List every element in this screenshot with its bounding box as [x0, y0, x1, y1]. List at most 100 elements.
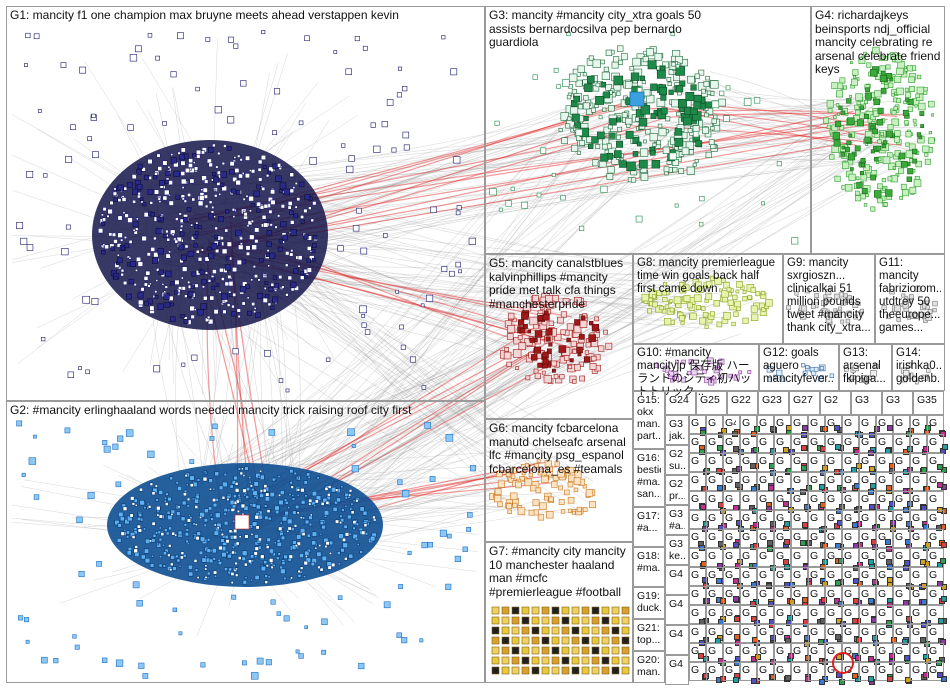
- node: [135, 227, 139, 231]
- tiny-node: [868, 675, 875, 682]
- node: [181, 197, 185, 201]
- node: [132, 221, 139, 228]
- tiny-group-label: G: [776, 417, 785, 429]
- node: [251, 302, 256, 307]
- tiny-group-box: G: [689, 415, 707, 436]
- tiny-group-box: G: [689, 453, 710, 476]
- node: [256, 201, 261, 207]
- tiny-group-box: G: [859, 605, 878, 624]
- node: [187, 250, 194, 257]
- tiny-node: [715, 577, 722, 584]
- tiny-group-label: G: [691, 607, 700, 619]
- node: [153, 189, 160, 195]
- tiny-group-box: G: [689, 529, 706, 551]
- node: [319, 532, 323, 536]
- tiny-group-box: G: [757, 453, 776, 476]
- small-group-box: G24: [665, 391, 696, 415]
- tiny-group-label: G: [793, 664, 802, 676]
- tiny-group-label: G: [776, 588, 785, 600]
- node: [248, 476, 252, 480]
- node: [198, 195, 205, 201]
- node: [233, 156, 237, 159]
- node: [257, 159, 263, 165]
- node: [226, 146, 232, 151]
- node: [137, 299, 144, 306]
- node: [210, 242, 218, 250]
- node: [231, 304, 235, 309]
- node: [150, 246, 156, 252]
- node: [252, 265, 256, 269]
- tiny-group-box: G: [927, 624, 947, 646]
- tiny-group-box: G: [910, 472, 930, 493]
- node: [186, 504, 190, 508]
- group-label-g14: G14: irishka0... goldenb...: [896, 347, 941, 385]
- tiny-group-label: G: [708, 607, 717, 619]
- node: [215, 165, 219, 169]
- node: [245, 245, 251, 251]
- node: [143, 276, 149, 281]
- group-box-g2: G2: #mancity erlinghaaland words needed …: [6, 401, 485, 683]
- edge: [201, 133, 933, 189]
- tiny-group-box: G: [825, 529, 844, 551]
- node: [219, 182, 225, 188]
- tiny-group-box: G: [740, 643, 761, 662]
- tiny-group-label: G: [725, 550, 734, 562]
- node: [311, 258, 316, 262]
- node: [165, 270, 172, 278]
- node: [137, 292, 144, 299]
- node: [220, 171, 227, 178]
- tiny-group-box: G: [842, 529, 863, 550]
- node: [164, 285, 168, 289]
- tiny-group-box: G: [740, 453, 759, 472]
- edge: [266, 198, 651, 325]
- small-group-label: G4: [669, 628, 684, 640]
- edge: [172, 335, 536, 485]
- tiny-group-label: G: [793, 493, 802, 505]
- node: [289, 172, 295, 178]
- tiny-group-label: G: [708, 474, 717, 486]
- node: [140, 287, 145, 292]
- node: [254, 239, 259, 244]
- node: [111, 232, 117, 237]
- tiny-group-box: G: [723, 491, 741, 512]
- node: [285, 251, 290, 256]
- node: [249, 234, 255, 240]
- tiny-group-box: G: [740, 662, 760, 685]
- tiny-group-box: G: [808, 586, 828, 606]
- node: [135, 269, 138, 272]
- node: [178, 212, 182, 216]
- node: [167, 165, 171, 169]
- node: [210, 517, 214, 521]
- tiny-group-label: G: [691, 569, 700, 581]
- node: [245, 251, 251, 256]
- tiny-group-box: G: [910, 529, 931, 552]
- node: [218, 192, 222, 196]
- node: [174, 290, 179, 295]
- tiny-group-label: G: [895, 493, 904, 505]
- node: [213, 215, 216, 219]
- tiny-group-label: G: [895, 417, 904, 429]
- tiny-group-box: G: [927, 643, 946, 666]
- node: [226, 303, 231, 307]
- tiny-group-label: G: [810, 512, 819, 524]
- node: [283, 188, 291, 196]
- node: [100, 213, 104, 217]
- node: [170, 157, 177, 164]
- node: [195, 231, 199, 235]
- node: [97, 228, 104, 234]
- node: [257, 293, 263, 300]
- tiny-group-box: G: [723, 529, 741, 548]
- node: [184, 167, 191, 174]
- tiny-group-box: G: [910, 510, 929, 530]
- tiny-group-box: G: [740, 491, 759, 514]
- group-box-g6: G6: mancity fcbarcelona manutd chelseafc…: [485, 419, 633, 542]
- tiny-group-label: G: [742, 512, 751, 524]
- small-group-label: G35: [917, 394, 937, 406]
- node: [208, 147, 214, 153]
- tiny-group-box: G: [791, 529, 812, 548]
- tiny-node: [919, 559, 926, 566]
- node: [267, 264, 271, 268]
- node: [180, 147, 186, 153]
- node: [157, 197, 161, 201]
- node: [254, 533, 259, 539]
